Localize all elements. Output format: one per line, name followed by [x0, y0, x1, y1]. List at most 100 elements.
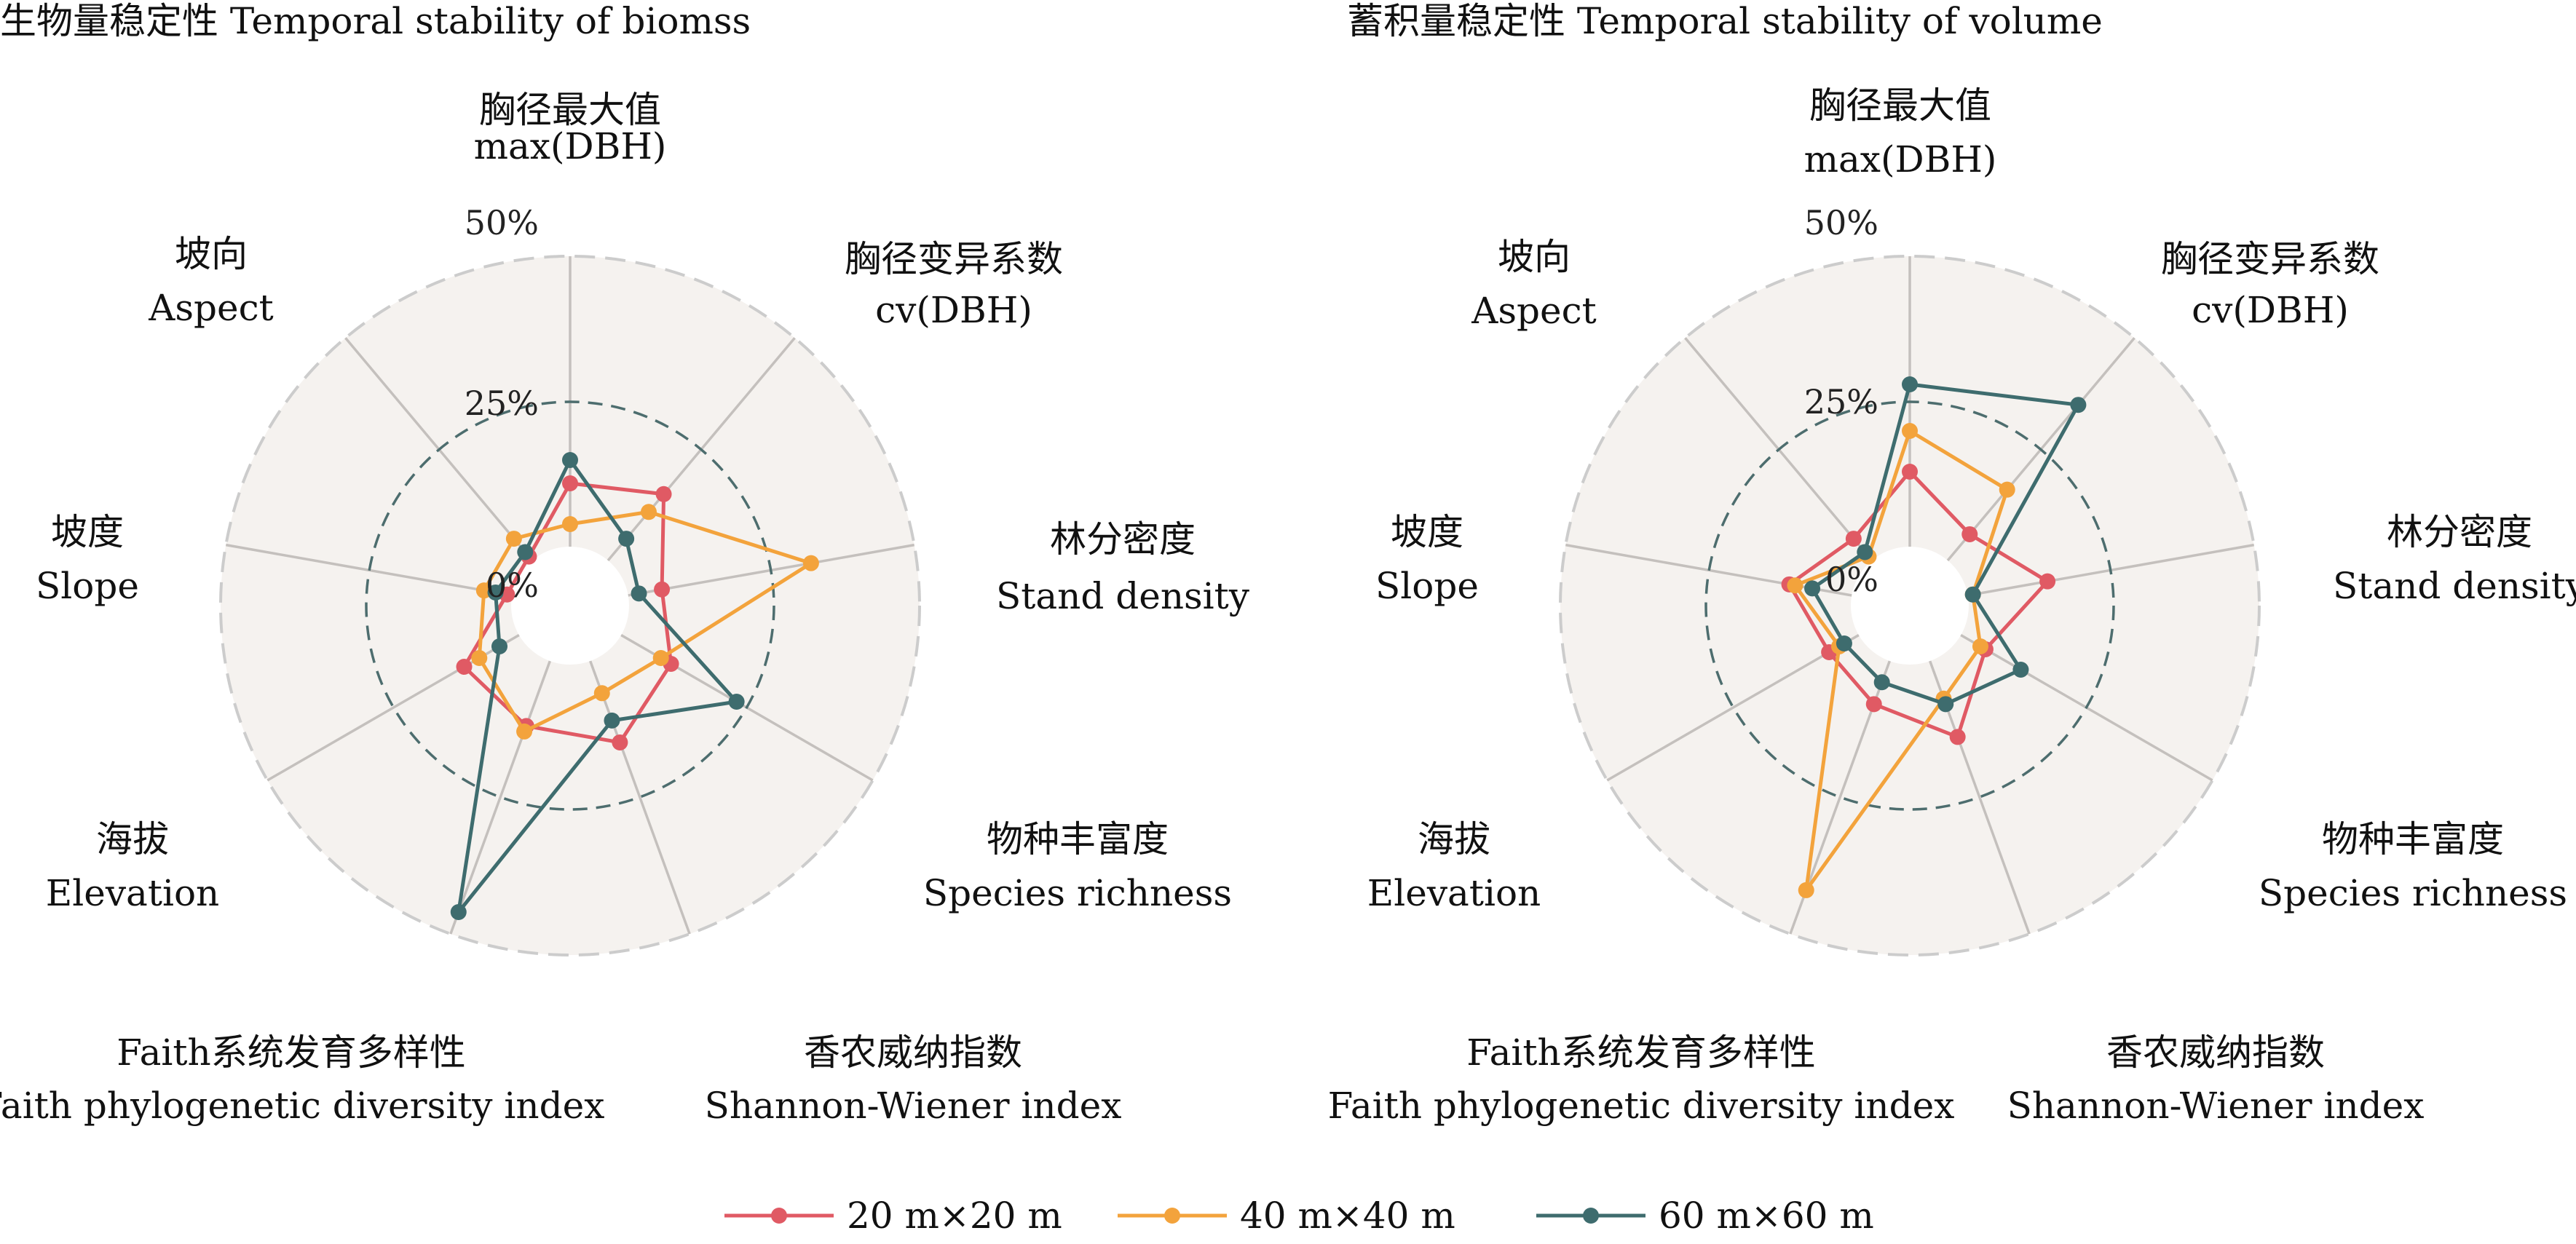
data-point: [604, 712, 620, 729]
axis-label-en: Shannon-Wiener index: [705, 1085, 1122, 1127]
radial-tick-label: 0%: [486, 566, 539, 605]
axis-label-en: max(DBH): [1804, 138, 1997, 181]
axis-label-zh: 坡度: [51, 511, 124, 553]
data-point: [631, 585, 647, 602]
axis-label-zh: 胸径最大值: [479, 89, 661, 131]
radial-tick-label: 50%: [1804, 203, 1878, 242]
chart-title: 生物量稳定性 Temporal stability of biomss: [0, 0, 751, 42]
axis-label-zh: 坡向: [1498, 236, 1571, 278]
ring-25: [1704, 400, 2115, 811]
data-point: [450, 903, 467, 920]
axis-label-zh: Faith系统发育多样性: [116, 1031, 465, 1074]
data-point: [1902, 464, 1918, 480]
radial-tick-label: 0%: [1825, 560, 1878, 599]
data-point: [802, 555, 819, 571]
data-point: [640, 504, 657, 520]
legend-marker: [771, 1208, 787, 1224]
axis-label-en: Slope: [36, 565, 139, 607]
data-point: [654, 581, 671, 598]
axis-label-zh: 香农威纳指数: [804, 1031, 1022, 1074]
data-point: [2039, 573, 2056, 590]
axis-label-en: Elevation: [1367, 872, 1541, 914]
axis-label-zh: Faith系统发育多样性: [1466, 1031, 1815, 1074]
data-point: [1798, 882, 1814, 898]
data-point: [2012, 662, 2029, 678]
axis-label-en: cv(DBH): [2192, 289, 2349, 331]
radial-tick-label: 25%: [465, 384, 539, 423]
axis-label-zh: 坡向: [175, 233, 248, 275]
data-point: [1845, 531, 1862, 547]
data-point: [562, 452, 578, 468]
axis-label-en: Slope: [1375, 565, 1479, 607]
axis-label-en: Elevation: [46, 872, 220, 914]
axis-label-zh: 林分密度: [1050, 518, 1196, 560]
data-point: [612, 734, 628, 750]
legend-item: 60 m×60 m: [1536, 1195, 1874, 1237]
data-point: [1857, 544, 1873, 560]
axis-label-zh: 海拔: [96, 818, 169, 860]
chart-title: 蓄积量稳定性 Temporal stability of volume: [1347, 0, 2103, 42]
series-line: [1787, 470, 2050, 739]
axis-label-en: Species richness: [923, 872, 1232, 914]
axis-label-en: Stand density: [996, 575, 1250, 617]
ring-0: [511, 547, 629, 665]
data-point: [487, 584, 504, 601]
data-point: [1902, 376, 1918, 392]
data-point: [1964, 586, 1981, 603]
data-point: [1902, 423, 1918, 439]
axis-label-zh: 胸径变异系数: [845, 238, 1063, 280]
axis-label-en: Species richness: [2259, 872, 2567, 914]
series-2: [471, 504, 819, 740]
data-point: [2070, 397, 2087, 413]
axis-label-zh: 香农威纳指数: [2106, 1031, 2325, 1074]
axis-label-en: cv(DBH): [875, 289, 1032, 331]
ring-0: [1851, 547, 1969, 665]
radar-chart-1: 0%25%50%胸径最大值max(DBH)胸径变异系数cv(DBH)林分密度St…: [0, 0, 1250, 1127]
data-point: [1961, 526, 1978, 542]
axis-label-en: Faith phylogenetic diversity index: [1328, 1085, 1955, 1127]
legend-item: 20 m×20 m: [724, 1195, 1062, 1237]
data-point: [728, 694, 745, 710]
data-point: [1865, 696, 1882, 713]
data-point: [1999, 481, 2015, 498]
axis-label-zh: 胸径最大值: [1809, 84, 1991, 127]
radial-tick-label: 25%: [1804, 382, 1878, 421]
data-point: [516, 723, 533, 740]
data-point: [505, 531, 522, 547]
data-point: [1787, 577, 1803, 594]
legend-label: 20 m×20 m: [847, 1195, 1062, 1237]
axis-label-zh: 物种丰富度: [2322, 818, 2504, 860]
axis-label-zh: 海拔: [1418, 818, 1490, 860]
axis-label-zh: 林分密度: [2387, 511, 2532, 553]
series-line: [462, 481, 673, 745]
data-point: [593, 685, 610, 702]
legend: 20 m×20 m 40 m×40 m 60 m×60 m: [724, 1195, 1874, 1237]
data-point: [456, 659, 473, 675]
legend-label: 40 m×40 m: [1240, 1195, 1455, 1237]
series-3: [1804, 376, 2087, 713]
series-line: [457, 458, 739, 914]
axis-label-en: Stand density: [2333, 565, 2576, 607]
series-line: [477, 510, 813, 734]
axis-label-zh: 物种丰富度: [987, 818, 1169, 860]
series-line: [1810, 382, 2080, 706]
axis-label-en: Aspect: [1471, 290, 1596, 332]
data-point: [655, 486, 672, 502]
data-point: [491, 638, 508, 654]
data-point: [1949, 729, 1966, 745]
data-point: [471, 650, 488, 666]
data-point: [562, 516, 578, 532]
series-3: [450, 452, 745, 920]
data-point: [1804, 580, 1821, 597]
legend-marker: [1164, 1208, 1180, 1224]
legend-marker: [1583, 1208, 1599, 1224]
radar-chart-2: 0% 25% 50% 胸径最大值 max(DBH) 胸径变异系数 cv(DBH) 林分密度 St…: [1328, 0, 2576, 1127]
axis-label-zh: 胸径变异系数: [2161, 238, 2379, 280]
ring-25: [365, 400, 775, 811]
legend-item: 40 m×40 m: [1118, 1195, 1455, 1237]
data-point: [652, 650, 669, 666]
data-point: [1836, 635, 1852, 651]
data-point: [618, 531, 635, 547]
data-point: [1937, 696, 1954, 713]
data-point: [1972, 638, 1988, 654]
